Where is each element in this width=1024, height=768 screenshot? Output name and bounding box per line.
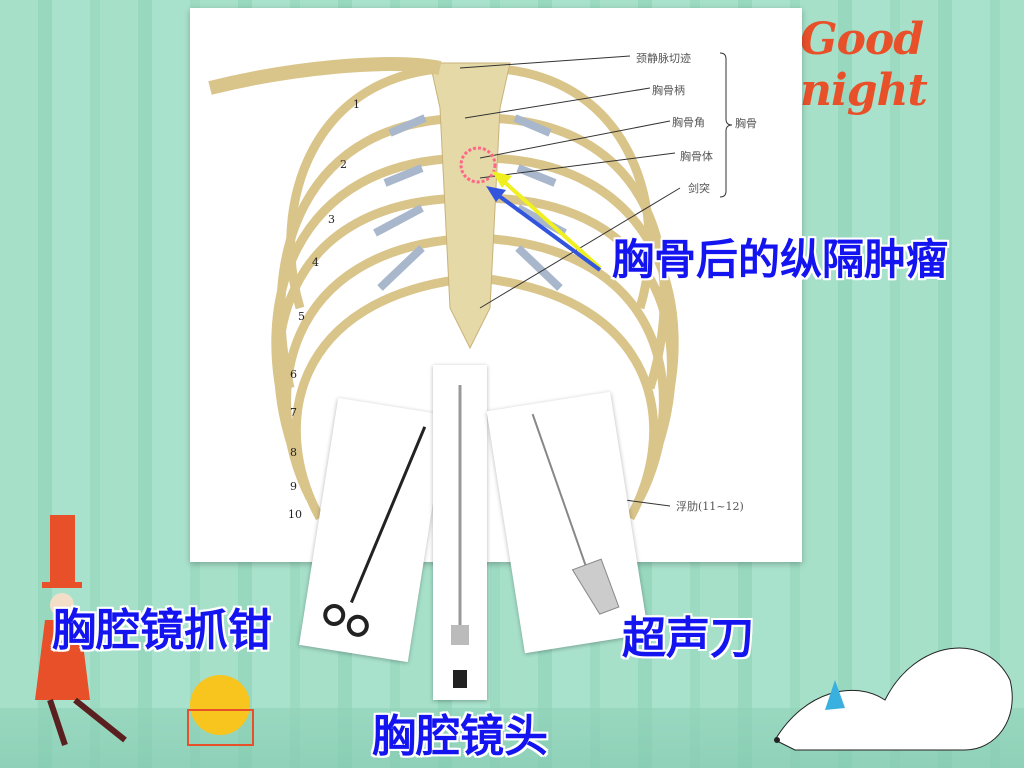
label-xiphoid: 剑突 <box>688 182 710 195</box>
svg-text:10: 10 <box>288 508 302 521</box>
cartoon-character-decoration <box>35 515 254 746</box>
label-sternal-body: 胸骨体 <box>680 150 713 163</box>
ultrasonic-knife-image <box>486 391 649 654</box>
label-floating-ribs: 浮肋(11~12) <box>676 500 744 513</box>
polar-bear-decoration <box>774 647 1013 751</box>
svg-text:4: 4 <box>312 256 319 269</box>
label-sternal-angle: 胸骨角 <box>672 116 705 129</box>
svg-text:3: 3 <box>328 213 335 226</box>
svg-text:8: 8 <box>290 446 297 459</box>
svg-text:5: 5 <box>298 310 305 323</box>
scope-image <box>433 365 487 700</box>
label-sternum: 胸骨 <box>735 117 757 130</box>
rib-cage-illustration: 1 2 3 4 5 6 7 8 9 10 <box>208 52 733 521</box>
caption-tumor: 胸骨后的纵隔肿瘤 <box>612 235 949 284</box>
svg-text:1: 1 <box>353 98 360 111</box>
svg-text:6: 6 <box>290 368 297 381</box>
caption-ultrasonic-knife: 超声刀 <box>622 613 754 664</box>
grasper-image <box>299 397 447 663</box>
svg-text:2: 2 <box>340 158 347 171</box>
svg-text:9: 9 <box>290 480 297 493</box>
svg-text:7: 7 <box>290 406 297 419</box>
label-manubrium: 胸骨柄 <box>652 84 685 97</box>
caption-scope: 胸腔镜头 <box>372 711 548 762</box>
good-night-decoration: Good night <box>800 14 928 116</box>
caption-grasper: 胸腔镜抓钳 <box>52 605 272 656</box>
rib-cage-image: 1 2 3 4 5 6 7 8 9 10 颈静脉切迹 胸骨柄 胸骨角 胸骨体 剑突 胸骨 浮肋… <box>190 8 802 562</box>
tumor-marker <box>459 146 497 184</box>
label-jugular-notch: 颈静脉切迹 <box>636 52 691 65</box>
